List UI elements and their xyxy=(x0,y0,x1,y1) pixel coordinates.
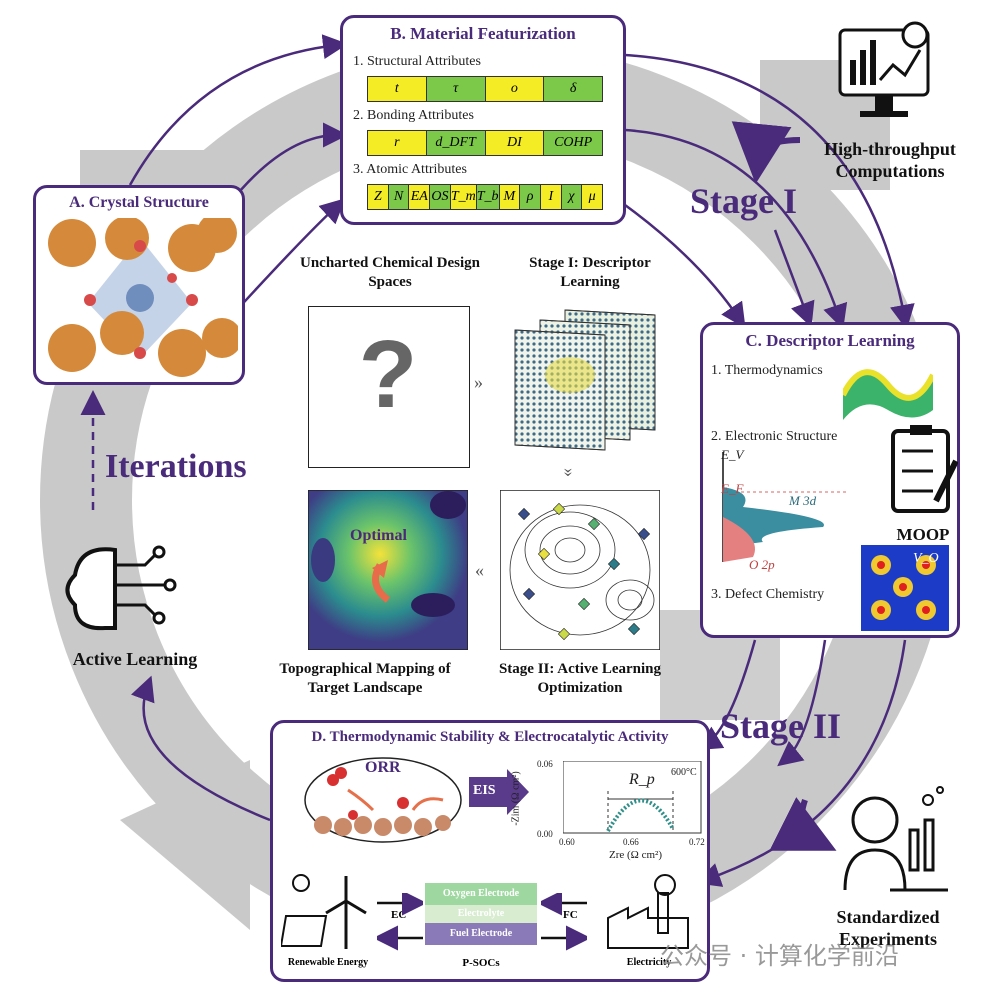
oxygen-vacancy-label: V_O xyxy=(913,551,939,566)
ec-arrows xyxy=(377,893,423,951)
monitor-chart-icon xyxy=(838,21,930,117)
topographical-map xyxy=(308,490,468,650)
material-featurization-panel: B. Material Featurization 1. Structural … xyxy=(340,15,626,225)
attr-cell: δ xyxy=(544,77,602,101)
attr-cell: EA xyxy=(409,185,431,209)
descriptor-layers-image xyxy=(514,309,656,451)
defect-map-image xyxy=(861,545,949,631)
electronic-structure-label: 2. Electronic Structure xyxy=(711,429,838,444)
oxygen-electrode-layer: Oxygen Electrode xyxy=(425,883,537,905)
descriptor-learning-title: C. Descriptor Learning xyxy=(745,331,915,350)
attr-cell: τ xyxy=(426,77,486,101)
factory-icon xyxy=(607,874,689,949)
scientist-icon xyxy=(843,786,948,892)
iterations-label: Iterations xyxy=(105,448,247,485)
rp-label: R_p xyxy=(629,771,655,788)
electricity-label: Electricity xyxy=(626,957,672,968)
nyquist-xlabel: Zre (Ω cm²) xyxy=(609,849,663,861)
temp-label: 600°C xyxy=(671,767,697,778)
high-throughput-label: High-throughput Computations xyxy=(824,139,956,181)
solar-wind-icon xyxy=(281,874,367,949)
crystal-structure-panel: A. Crystal Structure xyxy=(33,185,245,385)
orr-surface-image xyxy=(304,757,462,843)
nyquist-ylabel: -Zim (Ω cm²) xyxy=(510,771,522,826)
uncharted-space-box xyxy=(308,306,470,468)
question-mark: ? xyxy=(358,321,418,428)
m3d-label: M 3d xyxy=(789,493,817,508)
structural-attributes-label: 1. Structural Attributes xyxy=(353,54,481,69)
psocs-label: P-SOCs xyxy=(462,957,500,969)
active-learning-map xyxy=(500,490,660,650)
crystal-structure-title: A. Crystal Structure xyxy=(69,194,209,211)
attr-cell: Z xyxy=(368,185,389,209)
fc-label: FC xyxy=(563,909,578,921)
attr-cell: t xyxy=(368,77,427,101)
attr-cell: T_b xyxy=(476,185,500,209)
attr-cell: μ xyxy=(582,185,603,209)
attr-cell: r xyxy=(368,131,427,155)
ev-label: E_V xyxy=(721,447,744,462)
attr-cell: T_m xyxy=(450,185,477,209)
eis-label: EIS xyxy=(473,783,496,798)
topographical-label: Topographical Mapping of Target Landscap… xyxy=(279,661,451,696)
dos-plot xyxy=(722,452,848,562)
perovskite-crystal-image xyxy=(48,218,238,377)
arrow-down-icon: » xyxy=(560,468,580,477)
fuel-electrode-layer: Fuel Electrode xyxy=(425,923,537,945)
attr-cell: OS xyxy=(430,185,451,209)
stability-activity-title: D. Thermodynamic Stability & Electrocata… xyxy=(311,729,669,745)
watermark: 公众号 · 计算化学前沿 xyxy=(660,942,899,970)
atomic-attributes-label: 3. Atomic Attributes xyxy=(353,162,467,177)
descriptor-learning-panel: C. Descriptor Learning 1. Thermodynamics… xyxy=(700,322,960,638)
renewable-label: Renewable Energy xyxy=(287,957,369,968)
atomic-attributes-bar: Z N EA OS T_m T_b M ρ I χ μ xyxy=(367,184,603,210)
attr-cell: N xyxy=(388,185,410,209)
stage-two-active-label: Stage II: Active Learning Optimization xyxy=(498,661,662,696)
nyquist-xtick-left: 0.60 xyxy=(559,837,575,847)
eis-arrow xyxy=(469,769,529,815)
standardized-label: Standardized Experiments xyxy=(836,907,940,949)
arrow-left-icon: « xyxy=(475,560,484,580)
brain-circuit-icon xyxy=(65,545,177,631)
orr-label: ORR xyxy=(365,759,401,776)
electrolyte-layer: Electrolyte xyxy=(425,905,537,923)
active-learning-label: Active Learning xyxy=(72,649,198,669)
nyquist-xtick-mid: 0.66 xyxy=(623,837,639,847)
nyquist-ytick-top: 0.06 xyxy=(537,759,553,769)
attr-cell: DI xyxy=(485,131,545,155)
defect-chemistry-label: 3. Defect Chemistry xyxy=(711,587,825,602)
fc-arrows xyxy=(541,893,587,951)
structural-attributes-bar: t τ o δ xyxy=(367,76,603,102)
attr-cell: COHP xyxy=(544,131,602,155)
nyquist-ytick-bottom: 0.00 xyxy=(537,829,553,839)
attr-cell: M xyxy=(499,185,521,209)
stage-two-label: Stage II xyxy=(720,706,842,746)
uncharted-label: Uncharted Chemical Design Spaces xyxy=(300,255,480,290)
clipboard-checklist-icon xyxy=(891,425,958,513)
nyquist-xtick-right: 0.72 xyxy=(689,837,705,847)
bonding-attributes-bar: r d_DFT DI COHP xyxy=(367,130,603,156)
o2p-label: O 2p xyxy=(749,557,775,572)
energy-surface-image xyxy=(843,369,933,420)
moop-label: MOOP xyxy=(896,525,950,544)
attr-cell: I xyxy=(540,185,562,209)
cell-stack: Oxygen Electrode Electrolyte Fuel Electr… xyxy=(425,883,537,949)
optimal-label: Optimal xyxy=(350,527,407,544)
thermodynamics-label: 1. Thermodynamics xyxy=(711,363,823,378)
stage-one-descriptor-label: Stage I: Descriptor Learning xyxy=(529,255,651,290)
attr-cell: ρ xyxy=(520,185,541,209)
attr-cell: o xyxy=(485,77,545,101)
arrow-right-icon: » xyxy=(474,372,483,392)
stability-activity-panel: D. Thermodynamic Stability & Electrocata… xyxy=(270,720,710,982)
attr-cell: χ xyxy=(561,185,583,209)
ef-label: E_F xyxy=(721,481,744,496)
nyquist-plot xyxy=(563,761,702,834)
bonding-attributes-label: 2. Bonding Attributes xyxy=(353,108,474,123)
material-featurization-title: B. Material Featurization xyxy=(390,24,576,43)
attr-cell: d_DFT xyxy=(426,131,486,155)
stage-one-label: Stage I xyxy=(690,181,797,221)
